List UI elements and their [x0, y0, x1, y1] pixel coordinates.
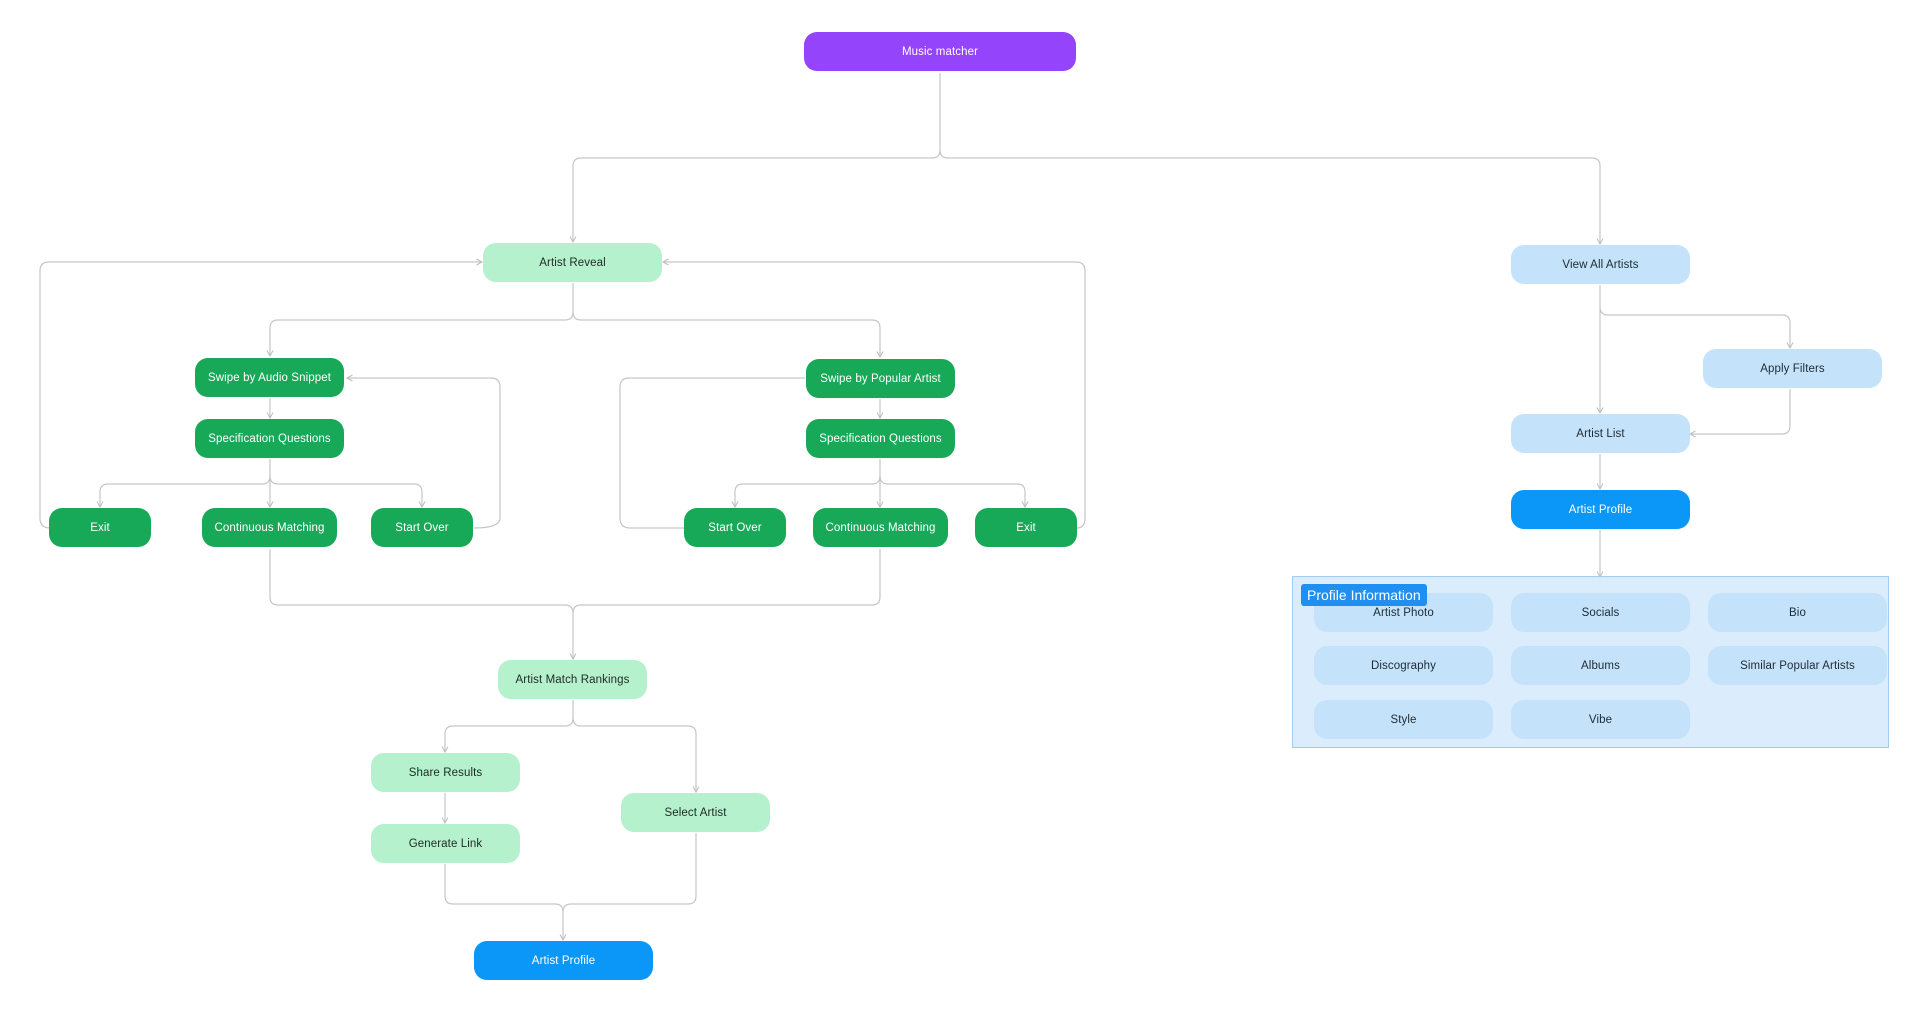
node-view-all-artists[interactable]: View All Artists [1511, 245, 1690, 284]
node-spec-questions-right[interactable]: Specification Questions [806, 419, 955, 458]
edge-view-filters [1599, 306, 1790, 348]
node-start-over-left[interactable]: Start Over [371, 508, 473, 547]
edge-root-view-all [939, 149, 1600, 244]
node-exit-left[interactable]: Exit [49, 508, 151, 547]
node-artist-reveal[interactable]: Artist Reveal [483, 243, 662, 282]
node-share-results[interactable]: Share Results [371, 753, 520, 792]
edge-start-loop-right [619, 377, 805, 529]
node-start-over-right[interactable]: Start Over [684, 508, 786, 547]
node-music-matcher[interactable]: Music matcher [804, 32, 1076, 71]
profile-item-albums[interactable]: Albums [1511, 646, 1690, 685]
node-apply-filters[interactable]: Apply Filters [1703, 349, 1882, 388]
edge-reveal-popular [572, 311, 880, 357]
node-continuous-matching-left[interactable]: Continuous Matching [202, 508, 337, 547]
edge-generate-profile [444, 864, 563, 940]
node-spec-questions-left[interactable]: Specification Questions [195, 419, 344, 458]
edge-spec-right-split [735, 459, 881, 507]
profile-item-discography[interactable]: Discography [1314, 646, 1493, 685]
edge-cont-left-rank [269, 549, 573, 659]
profile-item-style[interactable]: Style [1314, 700, 1493, 739]
edge-spec-left-start [269, 475, 422, 507]
node-artist-profile-right[interactable]: Artist Profile [1511, 490, 1690, 529]
edge-spec-left-split [100, 459, 271, 507]
profile-item-similar-popular-artists[interactable]: Similar Popular Artists [1708, 646, 1887, 685]
profile-item-vibe[interactable]: Vibe [1511, 700, 1690, 739]
node-artist-list[interactable]: Artist List [1511, 414, 1690, 453]
edge-spec-right-exit [879, 475, 1025, 507]
node-artist-match-rankings[interactable]: Artist Match Rankings [498, 660, 647, 699]
profile-item-bio[interactable]: Bio [1708, 593, 1887, 632]
node-artist-profile-bottom[interactable]: Artist Profile [474, 941, 653, 980]
node-exit-right[interactable]: Exit [975, 508, 1077, 547]
edge-rank-share [445, 700, 574, 752]
edge-root-branch [573, 73, 941, 242]
profile-information-title: Profile Information [1301, 584, 1427, 606]
profile-item-socials[interactable]: Socials [1511, 593, 1690, 632]
edge-select-profile [562, 833, 697, 913]
node-swipe-popular-artist[interactable]: Swipe by Popular Artist [806, 359, 955, 398]
edge-cont-right-rank [572, 549, 881, 614]
edge-start-loop-left [347, 378, 501, 529]
edge-filters-list [1690, 389, 1791, 434]
node-swipe-audio-snippet[interactable]: Swipe by Audio Snippet [195, 358, 344, 397]
edge-rank-select [572, 717, 696, 792]
node-continuous-matching-right[interactable]: Continuous Matching [813, 508, 948, 547]
node-select-artist[interactable]: Select Artist [621, 793, 770, 832]
node-generate-link[interactable]: Generate Link [371, 824, 520, 863]
edge-reveal-split [270, 283, 574, 356]
